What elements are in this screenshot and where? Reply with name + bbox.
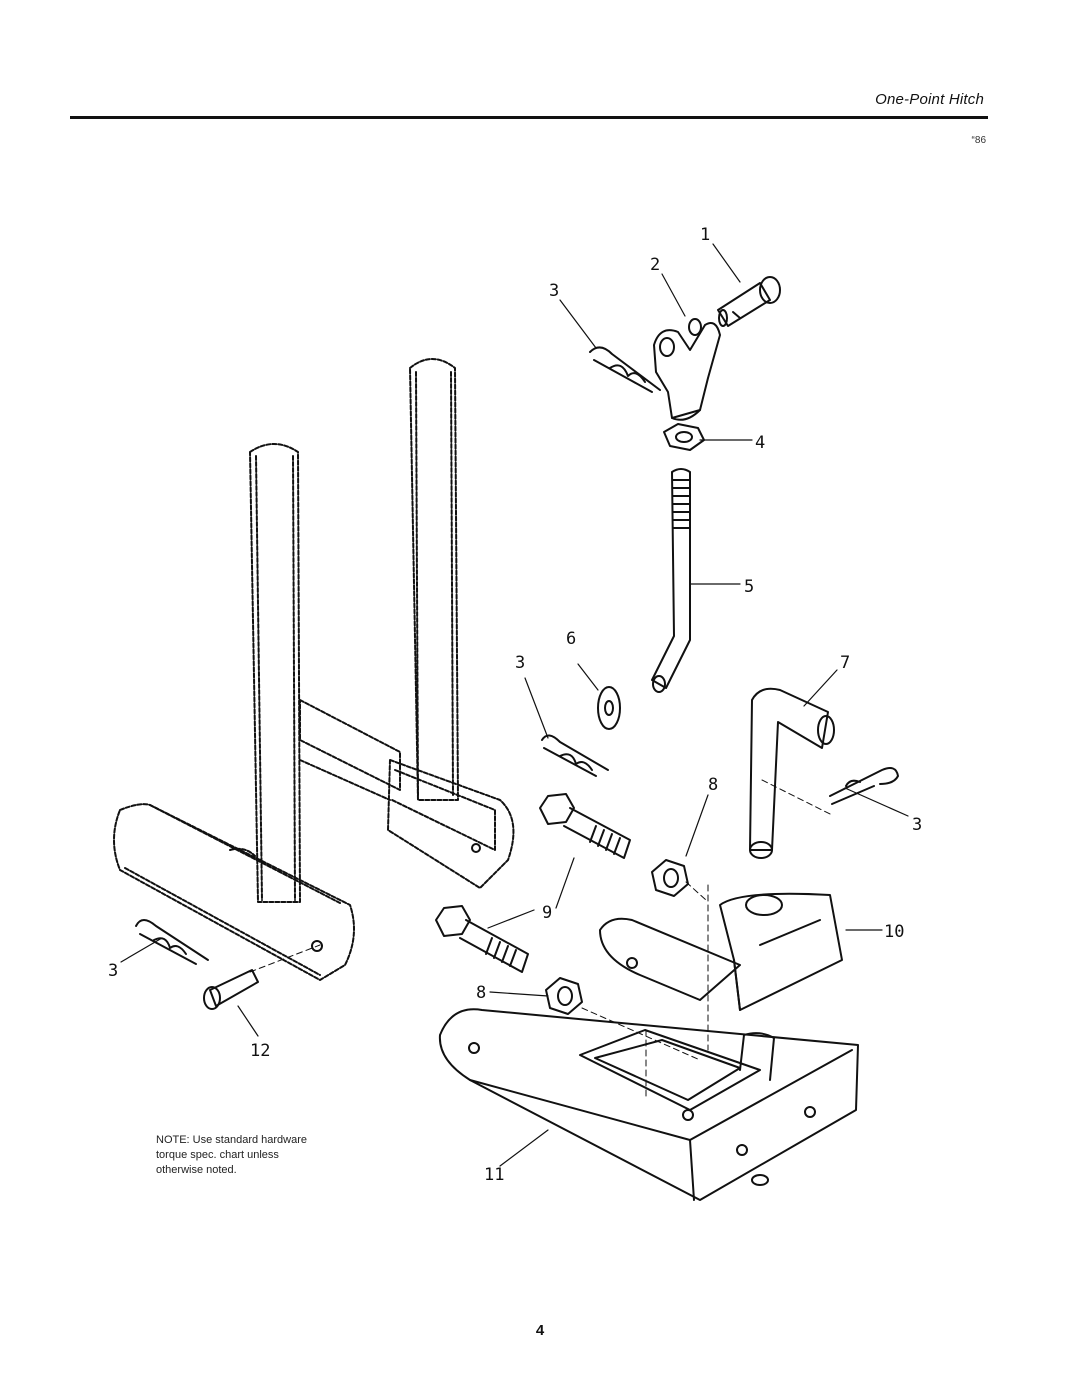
callout-label: 8 xyxy=(476,983,486,1003)
hair-pin-clip xyxy=(541,734,609,777)
callout-label: 12 xyxy=(250,1041,270,1061)
hardware-note: NOTE: Use standard hardware torque spec.… xyxy=(156,1133,376,1178)
washer xyxy=(597,686,621,730)
hex-bolt xyxy=(539,793,631,859)
hex-nut xyxy=(651,859,689,897)
hitch-frame xyxy=(438,917,859,1201)
callout-label: 6 xyxy=(566,629,576,649)
pivot-pin xyxy=(203,969,259,1010)
document-code: “86 xyxy=(971,135,986,146)
callout-numbers: 1 2 3 4 5 6 3 7 3 8 9 10 3 8 12 11 xyxy=(108,225,922,1185)
hitch-bracket xyxy=(719,892,843,1011)
callout-label: 3 xyxy=(108,961,118,981)
callout-label: 5 xyxy=(744,577,754,597)
callout-label: 9 xyxy=(542,903,552,923)
lift-arm-assembly xyxy=(113,358,515,981)
callout-label: 8 xyxy=(708,775,718,795)
hex-nut xyxy=(545,977,583,1015)
header-rule xyxy=(70,116,988,119)
leader-lines xyxy=(120,243,909,1167)
callout-label: 3 xyxy=(549,281,559,301)
page-number: 4 xyxy=(535,1322,545,1339)
hex-bolt xyxy=(435,905,529,973)
hair-pin-clip xyxy=(829,767,899,805)
hair-pin-clip xyxy=(135,919,209,965)
callout-label: 2 xyxy=(650,255,660,275)
adjusting-rod xyxy=(651,468,691,693)
page-title: One-Point Hitch xyxy=(875,91,984,108)
clevis xyxy=(653,318,721,421)
callout-label: 3 xyxy=(515,653,525,673)
callout-label: 1 xyxy=(700,225,710,245)
callout-label: 7 xyxy=(840,653,850,673)
pivot-hole xyxy=(471,843,481,853)
note-line: torque spec. chart unless xyxy=(156,1149,279,1161)
clevis-pin xyxy=(717,276,781,327)
callout-label: 11 xyxy=(484,1165,504,1185)
l-pin xyxy=(749,687,835,859)
note-line: NOTE: Use standard hardware xyxy=(156,1134,308,1146)
callout-label: 4 xyxy=(755,433,765,453)
hair-pin-clip xyxy=(589,346,661,393)
callout-label: 3 xyxy=(912,815,922,835)
hex-nut xyxy=(663,423,705,451)
callout-label: 10 xyxy=(884,922,904,942)
note-line: otherwise noted. xyxy=(156,1164,237,1176)
assembly-lines xyxy=(249,779,833,1101)
pivot-hole xyxy=(311,940,323,952)
